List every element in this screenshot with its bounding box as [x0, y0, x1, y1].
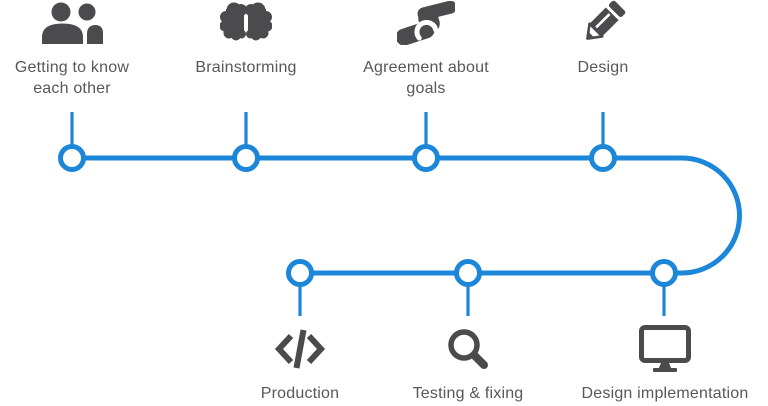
- step-label: Design: [577, 59, 629, 76]
- step-label: Testing & fixing: [412, 385, 524, 402]
- step-icon-zone: [543, 0, 663, 46]
- step-label: Agreement about goals: [363, 59, 489, 97]
- step-icon-zone: [356, 0, 496, 46]
- step-getting-to-know-each-other: Getting to know each other: [2, 0, 142, 99]
- magnifier-icon: [448, 329, 488, 369]
- step-icon-zone: [560, 322, 768, 376]
- step-icon-zone: [2, 0, 142, 46]
- code-icon: [275, 329, 325, 369]
- step-label: Brainstorming: [195, 59, 297, 76]
- step-icon-zone: [230, 322, 370, 376]
- step-icon-zone: [171, 0, 321, 46]
- timeline-node: [412, 144, 440, 172]
- timeline-node: [58, 144, 86, 172]
- step-design: Design: [543, 0, 663, 78]
- people-icon: [42, 2, 103, 44]
- monitor-icon: [639, 325, 691, 372]
- step-testing-fixing: Testing & fixing: [388, 322, 548, 404]
- handshake-icon: [397, 1, 455, 45]
- timeline-path: [72, 155, 742, 276]
- timeline-node: [454, 259, 482, 287]
- brain-icon: [220, 2, 272, 41]
- step-agreement-about-goals: Agreement about goals: [356, 0, 496, 99]
- step-design-implementation: Design implementation: [560, 322, 768, 404]
- step-production: Production: [230, 322, 370, 404]
- timeline-node: [589, 144, 617, 172]
- step-label: Production: [260, 385, 340, 402]
- pencil-icon: [586, 0, 626, 40]
- step-label: Design implementation: [581, 385, 749, 402]
- timeline-node: [286, 259, 314, 287]
- step-brainstorming: Brainstorming: [171, 0, 321, 78]
- timeline-node: [232, 144, 260, 172]
- step-icon-zone: [388, 322, 548, 376]
- timeline-node: [650, 259, 678, 287]
- step-label: Getting to know each other: [14, 59, 130, 97]
